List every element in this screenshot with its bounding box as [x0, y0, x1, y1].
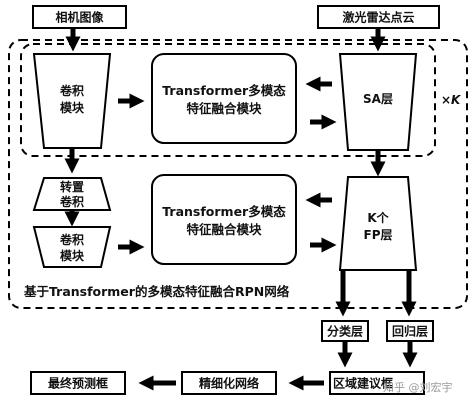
region-proposal-label: 区域建议框	[333, 376, 393, 391]
fusion-module-bottom-label-2: 特征融合模块	[186, 222, 262, 237]
camera-image-label: 相机图像	[55, 10, 104, 25]
region-proposal-box: 区域建议框	[329, 371, 425, 395]
conv-module-top-label-2: 模块	[60, 100, 85, 115]
sa-layer-label: SA层	[363, 92, 393, 106]
regression-head-label: 回归层	[392, 324, 428, 339]
fusion-module-bottom: Transformer多模态 特征融合模块	[151, 174, 297, 265]
fp-layers-label-1: K个	[367, 210, 389, 225]
classification-head: 分类层	[321, 320, 369, 342]
camera-image-input: 相机图像	[32, 5, 127, 29]
conv-module-top-label-1: 卷积	[59, 83, 84, 98]
refinement-network-label: 精细化网络	[199, 376, 259, 391]
rpn-network-label: 基于Transformer的多模态特征融合RPN网络	[23, 284, 290, 299]
conv-module-bottom-label-2: 模块	[60, 248, 85, 263]
fusion-module-bottom-label-1: Transformer多模态	[162, 204, 286, 219]
final-prediction-box: 最终预测框	[30, 371, 126, 395]
transpose-conv-label-1: 转置	[60, 179, 84, 194]
conv-module-bottom-label-1: 卷积	[59, 232, 84, 247]
classification-head-label: 分类层	[327, 324, 363, 339]
repeat-k-label: ×K	[441, 93, 462, 107]
rpn-network-container	[8, 39, 468, 309]
fp-layers: K个 FP层	[338, 176, 418, 271]
transpose-conv-module: 转置 卷积	[32, 177, 112, 211]
fusion-module-top-label-2: 特征融合模块	[186, 101, 262, 116]
repeat-block-container	[20, 43, 436, 157]
fp-layers-label-2: FP层	[364, 228, 393, 242]
lidar-pointcloud-label: 激光雷达点云	[342, 10, 414, 25]
watermark: 知乎 @刘宏宇	[383, 380, 453, 394]
refinement-network: 精细化网络	[181, 371, 277, 395]
final-prediction-label: 最终预测框	[48, 376, 108, 391]
regression-head: 回归层	[386, 320, 434, 342]
transpose-conv-label-2: 卷积	[59, 194, 84, 209]
conv-module-top: 卷积 模块	[32, 53, 112, 149]
conv-module-bottom: 卷积 模块	[32, 226, 112, 268]
fusion-module-top-label-1: Transformer多模态	[162, 83, 286, 98]
fusion-module-top: Transformer多模态 特征融合模块	[151, 53, 297, 144]
lidar-pointcloud-input: 激光雷达点云	[317, 5, 440, 29]
sa-layer: SA层	[338, 53, 418, 151]
